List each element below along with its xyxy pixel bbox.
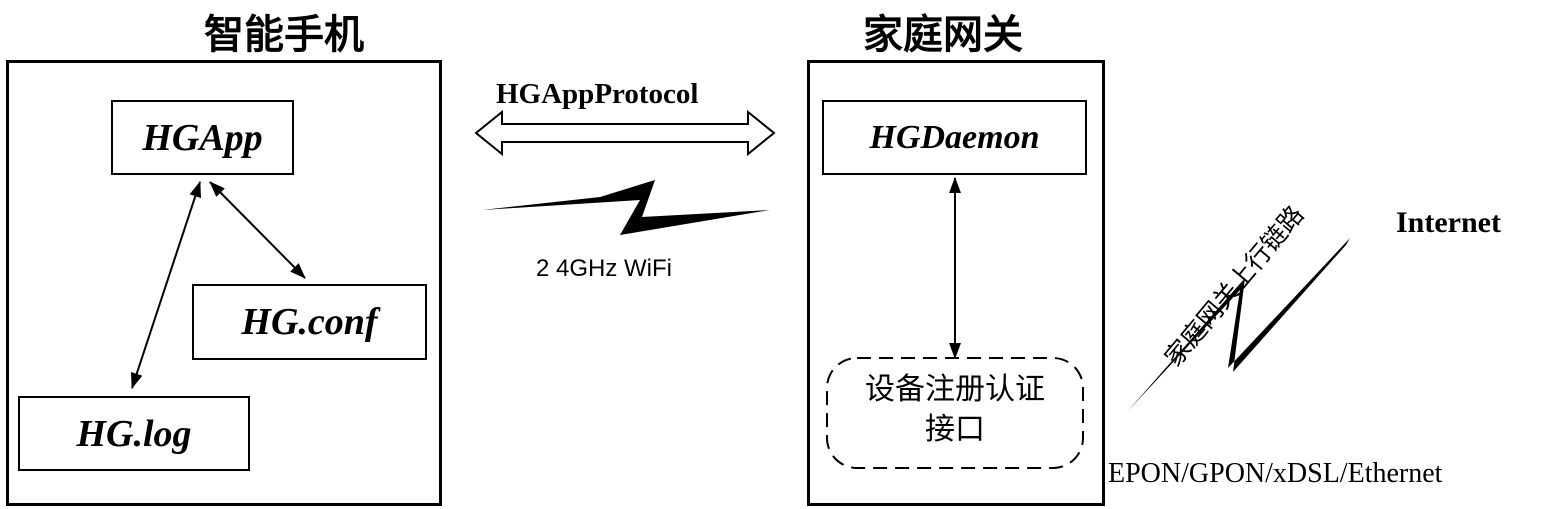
protocol-double-arrow — [474, 109, 776, 157]
wifi-label: 2 4GHz WiFi — [536, 255, 673, 282]
gateway-title: 家庭网关 — [863, 12, 1023, 57]
uplink-lightning-icon — [1127, 238, 1350, 412]
phone-title: 智能手机 — [204, 12, 364, 57]
phone-frame — [6, 60, 442, 506]
arrow-hgapp-hgconf — [209, 181, 306, 279]
hgdaemon-box: HGDaemon — [822, 100, 1087, 175]
hgapp-box: HGApp — [111, 100, 294, 175]
internet-label: Internet — [1396, 206, 1501, 239]
interface-label-line1: 设备注册认证 — [865, 372, 1045, 407]
hgconf-box: HG.conf — [192, 284, 427, 360]
arrow-hgapp-hglog — [131, 181, 201, 389]
wifi-lightning-icon — [482, 180, 770, 235]
gateway-frame — [807, 60, 1105, 506]
interface-label: 设备注册认证 接口 — [827, 370, 1083, 450]
access-types-label: EPON/GPON/xDSL/Ethernet — [1108, 458, 1443, 489]
protocol-label: HGAppProtocol — [496, 78, 699, 110]
interface-dashed-box — [826, 357, 1084, 469]
hglog-box: HG.log — [18, 396, 250, 471]
interface-label-line2: 接口 — [925, 412, 985, 447]
